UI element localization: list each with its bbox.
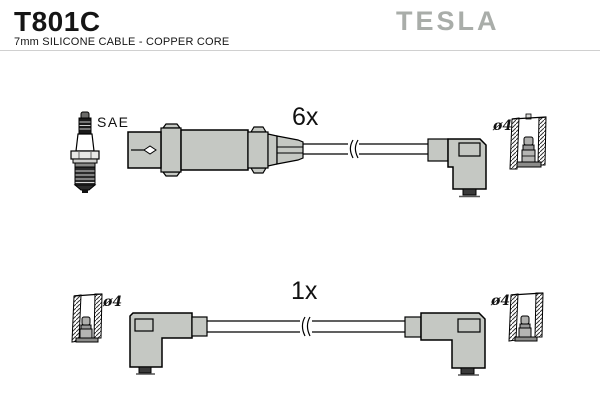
diameter-label-bottom-right: ø4	[490, 293, 510, 309]
terminal-cross-section-bottom-right	[508, 292, 544, 342]
boot-connector-bottom-right	[404, 312, 486, 376]
cable-spec-subtitle: 7mm SILICONE CABLE - COPPER CORE	[14, 36, 230, 48]
sae-label: SAE	[97, 114, 130, 130]
straight-connector	[127, 123, 304, 177]
part-number: T801C	[14, 6, 101, 37]
terminal-cross-section-top-right	[509, 113, 547, 170]
diameter-label-bottom-left: ø4	[102, 294, 122, 310]
cable-break-icon	[301, 316, 311, 337]
cable-top	[303, 139, 428, 159]
header-divider	[0, 50, 600, 51]
spark-plug-icon	[70, 111, 100, 193]
cable-break-icon	[349, 139, 359, 159]
boot-connector-bottom-left	[129, 312, 208, 375]
boot-connector-top	[427, 138, 487, 198]
quantity-label-top: 6x	[292, 103, 319, 131]
terminal-cross-section-bottom-left	[71, 293, 103, 343]
diameter-label-top-right: ø4	[492, 118, 512, 134]
quantity-label-bottom: 1x	[291, 277, 318, 305]
cable-bottom	[207, 316, 405, 337]
brand-logo: TESLA	[396, 6, 500, 36]
